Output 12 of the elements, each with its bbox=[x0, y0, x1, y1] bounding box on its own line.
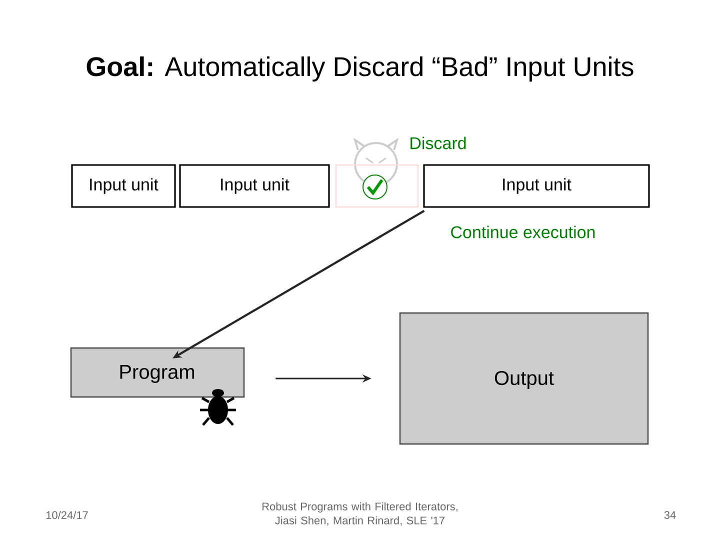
program-box: Program bbox=[70, 347, 245, 398]
footer-citation: Robust Programs with Filtered Iterators, Jiasi Shen, Martin Rinard, SLE '17 bbox=[262, 502, 458, 526]
title: Goal: Automatically Discard “Bad” Input Units bbox=[86, 56, 634, 82]
input-unit-box: Input unit bbox=[179, 164, 330, 208]
output-box: Output bbox=[399, 312, 649, 445]
status-label: Continue execution bbox=[451, 226, 595, 238]
page-number: 34 bbox=[664, 511, 676, 519]
date: 10/24/17 bbox=[46, 510, 88, 520]
input-unit-box: Input unit bbox=[71, 164, 176, 208]
input-unit-box: Input unit bbox=[423, 164, 650, 208]
empty-box bbox=[335, 164, 419, 208]
status-label: Discard bbox=[410, 136, 466, 150]
